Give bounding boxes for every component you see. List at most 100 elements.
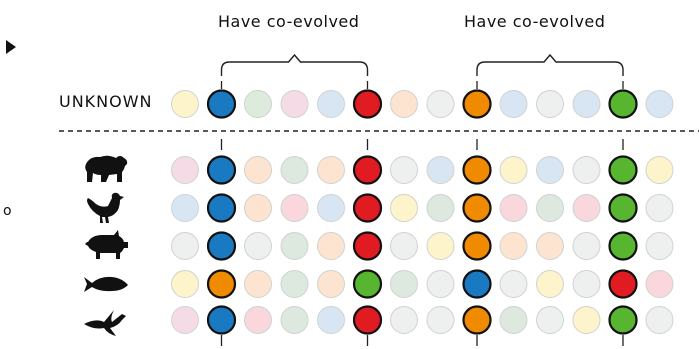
faded-circle <box>390 156 418 184</box>
faded-circle <box>317 194 345 222</box>
faded-circle <box>390 306 418 334</box>
group-label-right: Have co-evolved <box>464 12 606 31</box>
faded-circle <box>536 306 564 334</box>
highlight-circle <box>462 155 492 185</box>
faded-circle <box>645 306 674 334</box>
faded-circle <box>572 306 601 334</box>
faded-circle <box>645 232 674 260</box>
pig-icon <box>85 230 128 259</box>
faded-circle <box>280 232 309 260</box>
faded-circle <box>244 306 272 334</box>
faded-circle <box>536 232 564 260</box>
faded-circle <box>426 194 455 222</box>
fish-icon-shape <box>84 276 128 292</box>
faded-circle <box>572 270 601 298</box>
faded-circle <box>499 156 528 184</box>
faded-circle <box>244 194 272 222</box>
faded-circle <box>645 270 674 298</box>
faded-circle <box>645 156 674 184</box>
highlight-circle <box>352 305 383 335</box>
faded-circle <box>426 232 455 260</box>
unknown-row-label: UNKNOWN <box>59 92 153 111</box>
faded-circle <box>171 270 199 298</box>
faded-circle <box>280 194 309 222</box>
faded-circle <box>390 232 418 260</box>
faded-circle <box>536 194 564 222</box>
highlight-circle <box>206 193 237 223</box>
faded-circle <box>317 90 345 118</box>
bear-icon <box>85 155 128 182</box>
faded-circle <box>572 232 601 260</box>
bird-icon <box>84 310 126 336</box>
chicken-icon-shape <box>87 192 124 223</box>
bird-icon-shape <box>84 310 126 336</box>
faded-circle <box>280 156 309 184</box>
faded-circle <box>317 270 345 298</box>
faded-circle <box>499 90 528 118</box>
highlight-circle <box>462 269 492 299</box>
faded-circle <box>244 156 272 184</box>
pig-icon-shape <box>85 230 128 259</box>
chicken-icon <box>87 192 124 223</box>
faded-circle <box>244 90 272 118</box>
faded-circle <box>244 232 272 260</box>
highlight-circle <box>608 231 638 261</box>
faded-circle <box>536 90 564 118</box>
highlight-circle <box>608 155 638 185</box>
faded-circle <box>280 270 309 298</box>
faded-circle <box>171 306 199 334</box>
faded-circle <box>171 232 199 260</box>
faded-circle <box>171 156 199 184</box>
highlight-circle <box>608 193 638 223</box>
highlight-circle <box>206 305 237 335</box>
faded-circle <box>426 90 455 118</box>
side-text-fragment: o <box>3 203 12 219</box>
faded-circle <box>426 270 455 298</box>
faded-circle <box>499 306 528 334</box>
faded-circle <box>280 306 309 334</box>
highlight-circle <box>608 89 638 119</box>
highlight-circle <box>462 193 492 223</box>
highlight-circle <box>352 155 383 185</box>
highlight-circle <box>206 269 237 299</box>
highlight-circle <box>352 193 383 223</box>
highlight-circle <box>352 269 383 299</box>
fish-icon <box>84 276 128 292</box>
highlight-circle <box>352 231 383 261</box>
faded-circle <box>572 156 601 184</box>
highlight-circle <box>206 155 237 185</box>
faded-circle <box>499 270 528 298</box>
faded-circle <box>390 270 418 298</box>
faded-circle <box>317 156 345 184</box>
highlight-circle <box>206 89 237 119</box>
brace-left <box>220 53 369 76</box>
faded-circle <box>645 90 674 118</box>
highlight-circle <box>608 305 638 335</box>
brace-right <box>476 53 624 76</box>
faded-circle <box>317 306 345 334</box>
faded-circle <box>572 194 601 222</box>
play-arrow-icon <box>6 40 16 54</box>
faded-circle <box>171 194 199 222</box>
faded-circle <box>536 270 564 298</box>
faded-circle <box>499 194 528 222</box>
faded-circle <box>244 270 272 298</box>
faded-circle <box>572 90 601 118</box>
faded-circle <box>390 194 418 222</box>
faded-circle <box>426 306 455 334</box>
highlight-circle <box>352 89 383 119</box>
highlight-circle <box>462 89 492 119</box>
group-label-left: Have co-evolved <box>218 12 360 31</box>
bear-icon-shape <box>85 155 128 182</box>
faded-circle <box>426 156 455 184</box>
faded-circle <box>317 232 345 260</box>
faded-circle <box>499 232 528 260</box>
highlight-circle <box>462 231 492 261</box>
faded-circle <box>536 156 564 184</box>
faded-circle <box>171 90 199 118</box>
highlight-circle <box>462 305 492 335</box>
faded-circle <box>645 194 674 222</box>
faded-circle <box>390 90 418 118</box>
